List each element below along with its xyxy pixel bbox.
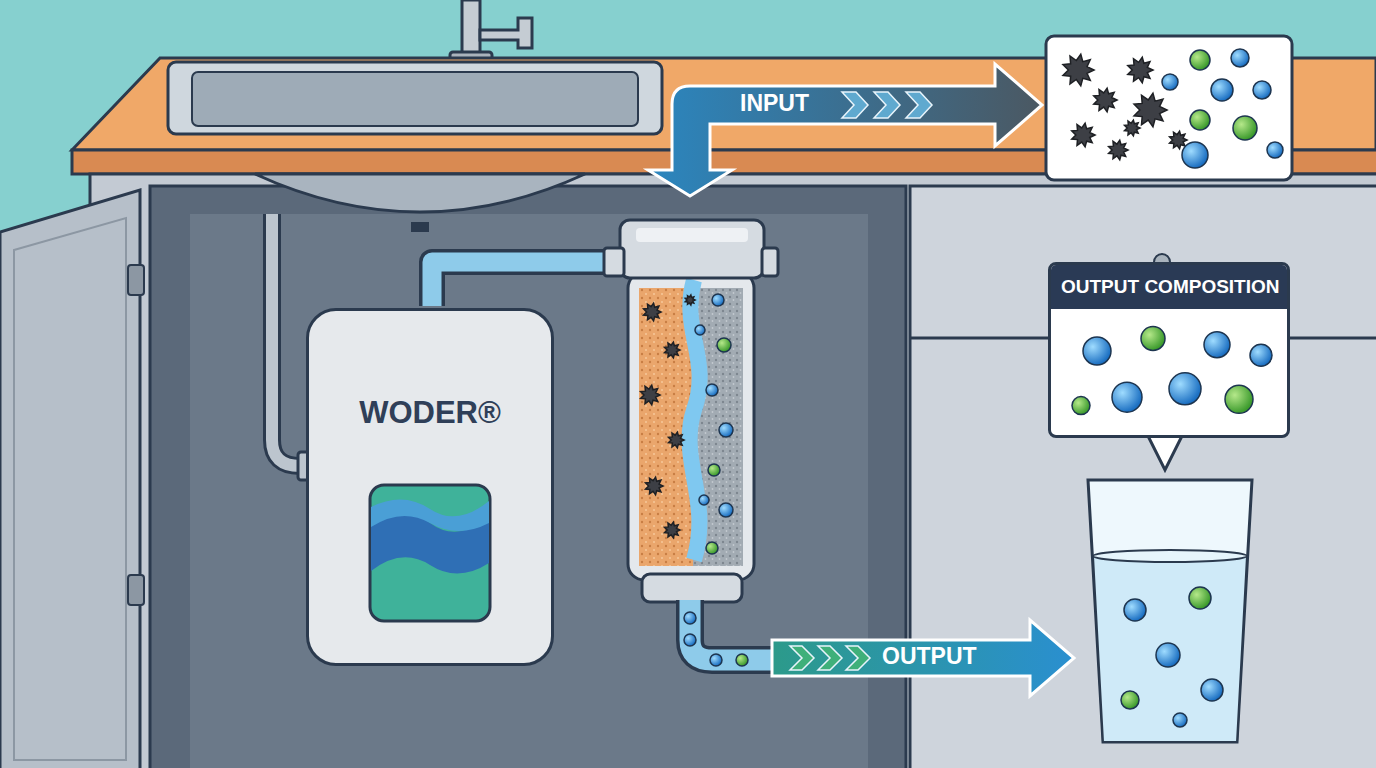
water-ball: [1231, 49, 1249, 67]
water-ball: [1156, 643, 1180, 667]
water-ball: [719, 423, 733, 437]
water-tank: WODER®: [306, 308, 554, 666]
water-ball: [1201, 679, 1223, 701]
output-pipe: [690, 600, 775, 660]
supply-pipe: [432, 262, 615, 306]
input-composition-box: [1046, 36, 1292, 180]
output-arrow: [772, 620, 1074, 696]
water-ball: [1182, 142, 1208, 168]
water-ball: [695, 325, 705, 335]
mineral-ball: [1225, 385, 1253, 413]
mineral-ball: [717, 338, 731, 352]
particles: [641, 49, 1283, 727]
contaminant-particle: [641, 385, 660, 405]
mineral-ball: [1141, 326, 1165, 350]
mineral-ball: [736, 654, 748, 666]
tank-window: [368, 483, 492, 623]
contaminant-particle: [1094, 88, 1117, 112]
cabinet-interior: [150, 186, 906, 768]
water-ball: [684, 634, 696, 646]
water-ball: [1250, 344, 1272, 366]
faucet: [450, 0, 532, 64]
contaminant-particle: [668, 432, 684, 448]
contaminant-particle: [1063, 54, 1094, 86]
output-chevrons: [790, 646, 870, 670]
brand-name: WODER®: [309, 395, 551, 431]
contaminant-particle: [1072, 123, 1095, 147]
callout-tail: [1148, 436, 1182, 470]
water-ball: [1267, 142, 1283, 158]
output-pipe-outline: [690, 600, 775, 660]
contaminant-particle: [1109, 140, 1128, 160]
filter-cartridge: [604, 220, 778, 602]
contaminant-particle: [1128, 57, 1153, 83]
contaminant-particle: [1134, 93, 1167, 126]
water-ball: [699, 495, 709, 505]
hinge: [128, 265, 144, 295]
mineral-ball: [1190, 110, 1210, 130]
cabinet-door: [0, 190, 140, 768]
output-label: OUTPUT: [882, 645, 977, 668]
water-ball: [1204, 332, 1230, 358]
water-ball: [1112, 382, 1142, 412]
water-ball: [712, 294, 724, 306]
water-ball: [706, 384, 718, 396]
input-chevrons: [842, 92, 932, 118]
door-panel: [14, 218, 126, 760]
mineral-ball: [1121, 691, 1139, 709]
water-ball: [1253, 81, 1271, 99]
water-glass: [1088, 480, 1252, 742]
input-arrow: [648, 64, 1042, 196]
hinge: [128, 575, 144, 605]
contaminant-particle: [644, 303, 661, 321]
sink-rim: [168, 62, 662, 134]
sink-basin: [192, 72, 638, 126]
mineral-ball: [1190, 50, 1210, 70]
input-label: INPUT: [740, 92, 809, 115]
water-ball: [1162, 74, 1178, 90]
water-ball: [1211, 79, 1233, 101]
contaminant-particle: [685, 295, 695, 305]
supply-pipe-outline: [432, 262, 615, 306]
contaminant-particle: [664, 522, 680, 538]
mineral-ball: [706, 542, 718, 554]
side-cabinet: [910, 186, 1376, 768]
water-ball: [684, 612, 696, 624]
water-ball: [1173, 713, 1187, 727]
water-ball: [710, 654, 722, 666]
output-composition-box: OUTPUT COMPOSITION: [1048, 262, 1290, 438]
contaminant-particle: [664, 342, 680, 358]
contaminant-particle: [646, 477, 663, 495]
water-ball: [1083, 337, 1111, 365]
mineral-ball: [1233, 116, 1257, 140]
water-ball: [1169, 373, 1201, 405]
contaminant-particle: [1170, 131, 1187, 149]
composition-balls: [1051, 309, 1287, 435]
panel-heading: OUTPUT COMPOSITION: [1051, 265, 1287, 309]
cabinet-back: [190, 214, 868, 768]
sink-bowl: [255, 174, 585, 212]
mineral-ball: [1189, 587, 1211, 609]
water-ball: [1124, 599, 1146, 621]
water-ball: [719, 503, 733, 517]
mineral-ball: [1072, 397, 1090, 415]
contaminant-particle: [1124, 120, 1140, 136]
mineral-ball: [708, 464, 720, 476]
